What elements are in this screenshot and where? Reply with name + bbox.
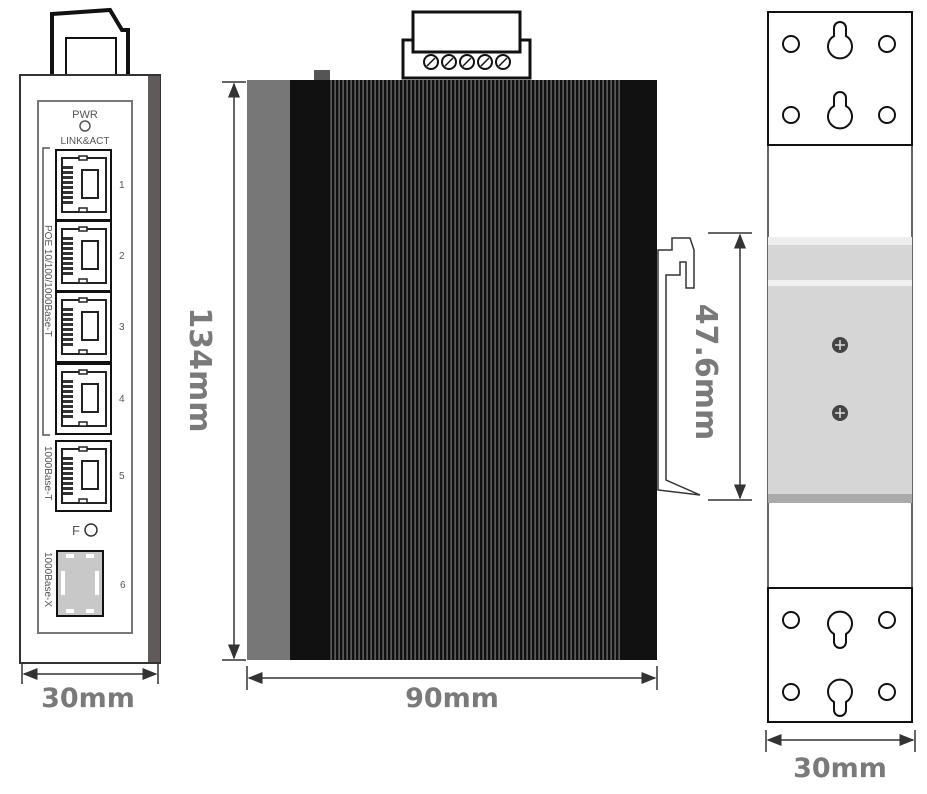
fault-led-icon xyxy=(84,523,98,537)
rj45-port[interactable] xyxy=(55,440,112,512)
side-view: 134mm 90mm 47.6mm xyxy=(182,10,752,714)
port-number: 4 xyxy=(119,394,125,405)
terminal-block xyxy=(401,10,532,80)
port-number: 1 xyxy=(119,180,125,191)
rj45-port[interactable] xyxy=(55,363,112,435)
base-x-label: 1000Base-X xyxy=(42,552,53,607)
poe-group-label: POE 10/100/1000Base-T xyxy=(42,225,53,337)
keyhole-slot-icon xyxy=(827,21,853,60)
link-act-label: LINK&ACT xyxy=(61,136,110,147)
din-rail-dimension: 47.6mm xyxy=(688,304,723,441)
front-width-dimension: 30mm xyxy=(41,683,135,714)
rj45-port[interactable] xyxy=(55,291,112,363)
keyhole-slot-icon xyxy=(827,610,853,649)
bottom-mounting-plate xyxy=(767,587,913,723)
height-dimension: 134mm xyxy=(182,307,217,432)
front-view: PWR LINK&ACT POE 10/100/1000Base-T 1000B… xyxy=(19,7,161,714)
rear-view: 30mm xyxy=(765,11,916,784)
front-side-strip xyxy=(148,76,160,662)
top-mounting-plate xyxy=(767,11,913,146)
rj45-port[interactable] xyxy=(55,149,112,221)
sfp-port[interactable] xyxy=(56,550,104,617)
din-rail-plate xyxy=(768,237,912,503)
fault-label: F xyxy=(72,523,80,538)
pwr-led-icon xyxy=(79,120,91,132)
rear-width-dimension: 30mm xyxy=(793,753,887,784)
keyhole-slot-icon xyxy=(827,678,853,717)
port-number: 5 xyxy=(119,471,125,482)
port-number: 2 xyxy=(119,251,125,262)
port-number: 3 xyxy=(119,322,125,333)
base-t-label: 1000Base-T xyxy=(42,446,53,500)
rj45-port[interactable] xyxy=(55,220,112,292)
keyhole-slot-icon xyxy=(827,91,853,130)
ground-screw-icon xyxy=(314,70,330,82)
side-front-strip xyxy=(247,80,290,660)
heatsink-fins xyxy=(330,80,620,660)
depth-dimension: 90mm xyxy=(405,683,499,714)
pwr-label: PWR xyxy=(72,109,98,121)
din-rail-clip xyxy=(657,237,701,496)
sfp-port-number: 6 xyxy=(120,580,126,591)
